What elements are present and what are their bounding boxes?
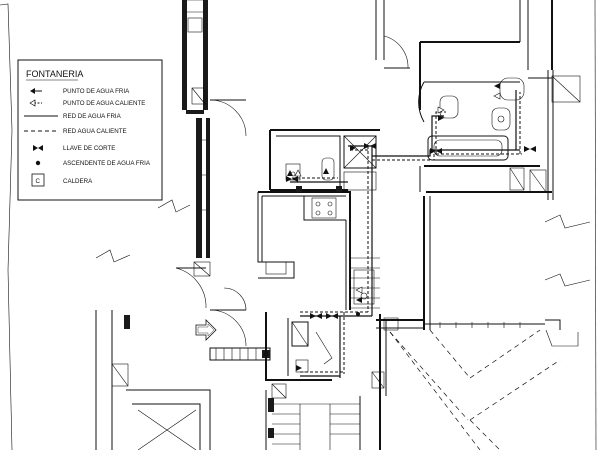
legend-item-cold-point: PUNTO DE AGUA FRIA [30, 88, 130, 95]
svg-text:LLAVE DE CORTE: LLAVE DE CORTE [63, 145, 115, 152]
cold-point-arrow-icon [30, 88, 35, 94]
svg-text:RED AGUA CALIENTE: RED AGUA CALIENTE [63, 128, 127, 135]
legend-item-hot-line: RED AGUA CALIENTE [24, 128, 127, 135]
toilet-icon [321, 157, 335, 181]
cold-point-icon [438, 115, 444, 121]
svg-text:PUNTO DE AGUA CALIENTE: PUNTO DE AGUA CALIENTE [63, 100, 145, 107]
valve-icon [326, 313, 338, 319]
terrace-dashes [389, 329, 579, 450]
valve-icon [524, 146, 536, 152]
cold-point-icon [296, 365, 302, 371]
legend-item-valve: LLAVE DE CORTE [33, 145, 115, 152]
valve-icon [33, 145, 43, 151]
svg-text:ASCENDENTE DE AGUA FRIA: ASCENDENTE DE AGUA FRIA [63, 160, 151, 167]
washbasin-icon [285, 163, 301, 181]
svg-text:CALDERA: CALDERA [63, 178, 93, 185]
valve-icon [310, 313, 322, 319]
bathtub-icon [427, 135, 509, 161]
svg-text:C: C [36, 178, 41, 185]
service-room [265, 312, 387, 450]
corridor-wall-left [182, 0, 211, 277]
toilet-2-icon [491, 107, 511, 131]
legend-title: FONTANERIA [26, 69, 83, 79]
svg-text:RED DE AGUA FRIA: RED DE AGUA FRIA [63, 113, 122, 120]
valve-icon [364, 143, 376, 149]
door-swing [223, 287, 247, 311]
boiler-unit-icon [291, 321, 309, 347]
legend-item-boiler: C CALDERA [31, 173, 93, 187]
kitchen [257, 191, 380, 310]
hot-point-arrow-icon [29, 99, 36, 107]
valves [286, 143, 536, 319]
riser-dot-icon [35, 160, 41, 166]
cold-point-icon [323, 168, 329, 174]
legend-item-hot-point: PUNTO DE AGUA CALIENTE [29, 99, 145, 107]
legend-item-cold-line: RED DE AGUA FRIA [24, 113, 122, 120]
legend-panel: FONTANERIA PUNTO DE AGUA FRIA PUNTO DE A… [17, 59, 163, 201]
bidet-icon [439, 95, 459, 119]
stove-icon [311, 197, 337, 219]
legend-item-riser: ASCENDENTE DE AGUA FRIA [35, 160, 151, 167]
top-right-rooms [375, 0, 581, 330]
shower-tray-icon [343, 135, 377, 169]
cold-point-icon [494, 83, 500, 89]
svg-text:PUNTO DE AGUA FRIA: PUNTO DE AGUA FRIA [63, 88, 130, 95]
boiler-icon [31, 173, 45, 187]
water-points [287, 83, 501, 371]
risers [263, 312, 360, 357]
door-swing [209, 99, 247, 137]
entry-arrow-icon [195, 319, 217, 341]
lower-left-walls [95, 310, 211, 450]
hot-point-icon [294, 169, 302, 177]
kitchen-sink-icon [265, 261, 287, 275]
valve-icon [286, 176, 298, 182]
hot-point-icon [437, 106, 445, 114]
break-lines [95, 199, 591, 287]
riser-dot-icon [263, 351, 269, 357]
cold-point-icon [287, 170, 293, 176]
riser-dot-icon [356, 312, 360, 316]
cold-point-icon [356, 297, 362, 303]
hot-point-icon [355, 286, 363, 294]
door-swing [175, 267, 207, 309]
valve-icon [430, 148, 442, 154]
plumbing-network [290, 90, 522, 378]
horizontal-walls [376, 317, 561, 331]
cold-point-icon [350, 145, 356, 151]
hot-point-icon [493, 92, 501, 100]
bathroom-center [269, 129, 380, 192]
